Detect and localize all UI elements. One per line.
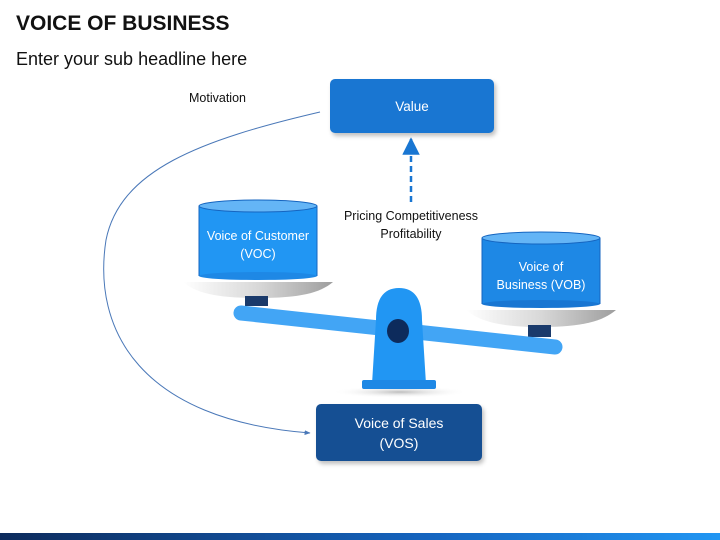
motivation-curve (103, 111, 321, 435)
pricing-line-2: Profitability (380, 227, 442, 241)
vos-label-line-1: Voice of Sales (354, 414, 444, 431)
motivation-label: Motivation (189, 91, 246, 105)
pivot-dot (387, 319, 409, 343)
footer-bar (0, 533, 720, 540)
vob-label-line-2: Business (VOB) (496, 278, 586, 292)
voc-pan (183, 282, 333, 298)
voc-pan-stem (245, 296, 268, 306)
voc-cylinder (198, 199, 318, 280)
value-box: Value (330, 79, 494, 133)
vob-pan (466, 310, 616, 327)
voc-label-line-1: Voice of Customer (206, 229, 310, 243)
pricing-line-1: Pricing Competitiveness (343, 209, 479, 223)
vos-box: Voice of Sales (VOS) (316, 404, 482, 461)
vob-label: Voice of Business (VOB) (482, 258, 600, 294)
vob-cylinder (481, 231, 601, 308)
vob-pan-stem (528, 325, 551, 337)
page-subtitle: Enter your sub headline here (16, 49, 248, 69)
scale-base (362, 380, 436, 389)
vob-label-line-1: Voice of (518, 260, 564, 274)
value-box-label: Value (395, 98, 429, 114)
page-title: VOICE OF BUSINESS (16, 12, 230, 35)
pricing-text: Pricing Competitiveness Profitability (336, 207, 486, 243)
voc-label: Voice of Customer (VOC) (199, 227, 317, 263)
voc-label-line-2: (VOC) (240, 247, 276, 261)
vos-label-line-2: (VOS) (379, 434, 419, 451)
